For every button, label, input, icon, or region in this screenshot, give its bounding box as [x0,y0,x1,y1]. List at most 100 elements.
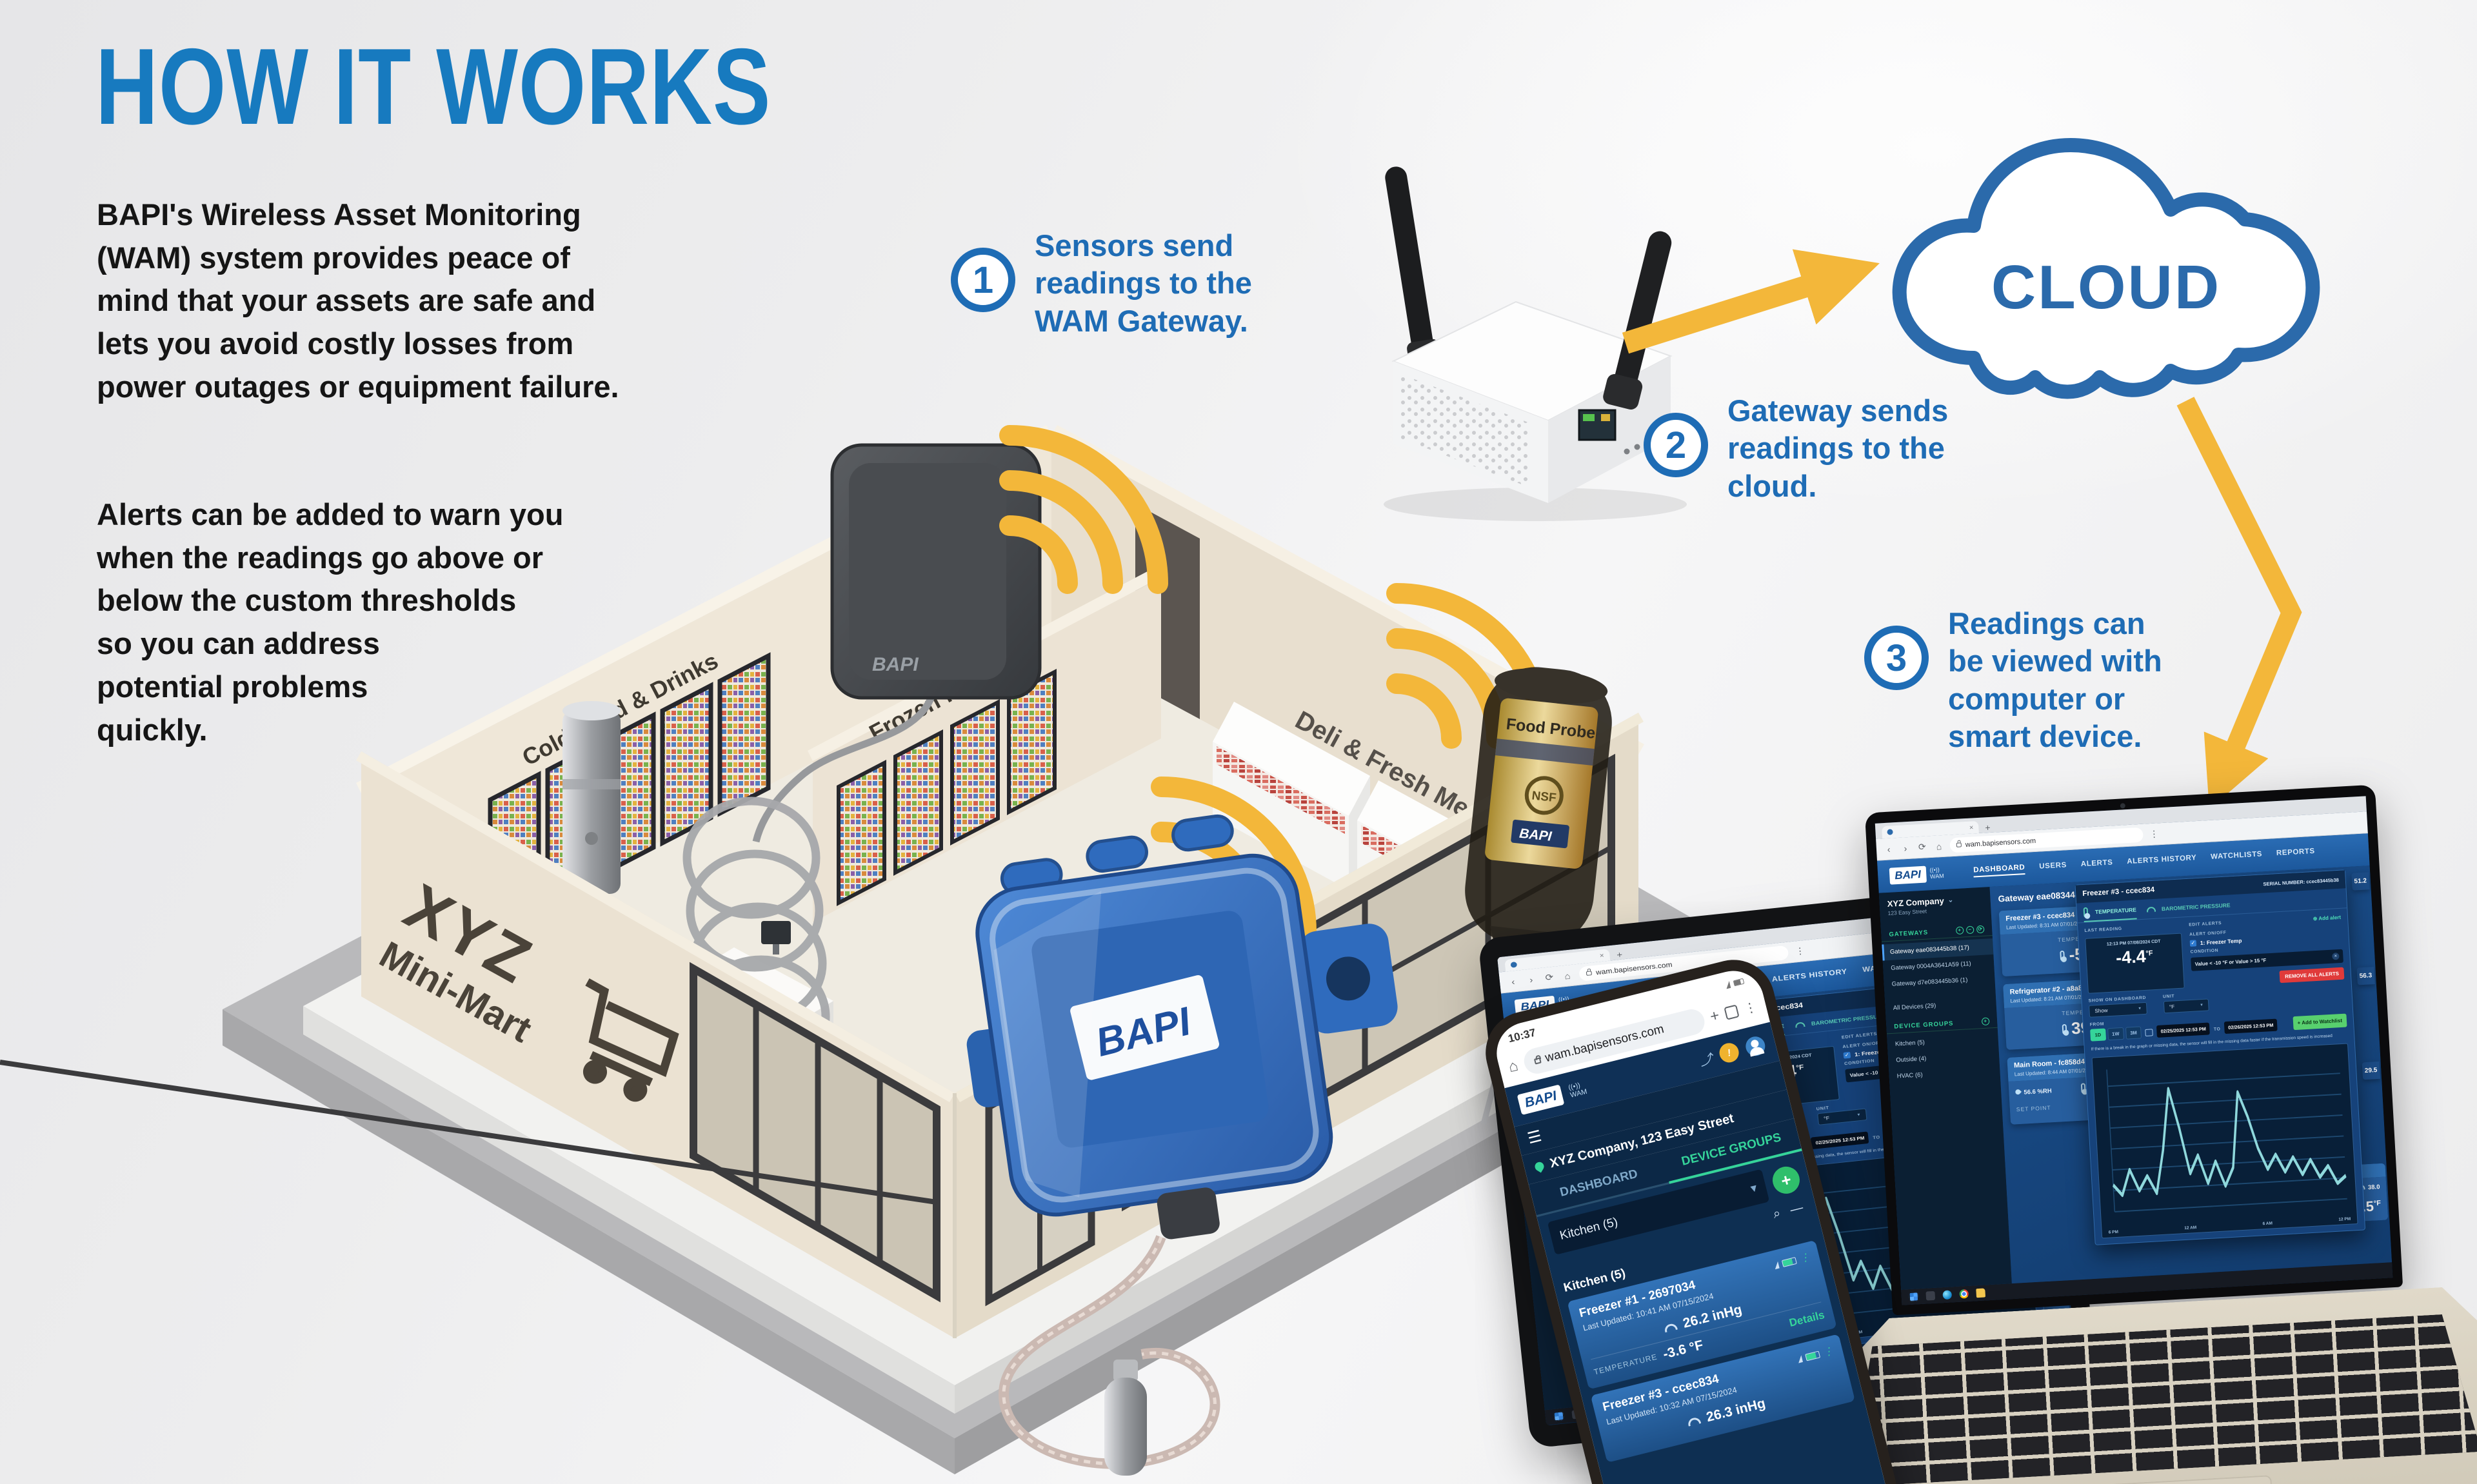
nav-watchlists[interactable]: WATCHLISTS [2210,849,2263,861]
storefront-entrance [985,1043,1095,1307]
step-2-number: 2 [1644,413,1708,477]
lock-icon [1586,971,1593,976]
browser-menu-icon[interactable]: ⋮ [1795,945,1806,956]
taskview-icon[interactable] [1925,1291,1936,1301]
from-date-field[interactable]: 02/25/2025 12:53 PM [2156,1022,2211,1038]
details-link[interactable]: Details [1787,1308,1826,1329]
chrome-icon[interactable] [1959,1289,1969,1299]
forward-icon[interactable]: › [1529,974,1534,985]
arrow-cloud-to-devices [2176,397,2302,809]
reload-icon[interactable]: ⟳ [1918,841,1927,853]
wifi-arcs-black-sensor [999,425,1168,594]
arrow-gateway-to-cloud [1622,249,1880,354]
back-icon[interactable]: ‹ [1511,976,1515,987]
produce-crates [830,1059,939,1145]
new-tab-button[interactable]: + [1616,949,1623,960]
thermometer-icon [2080,1083,2086,1094]
step-1: 1 Sensors send readings to the WAM Gatew… [951,227,1252,340]
probe-brand: BAPI [1518,826,1553,844]
tab-temperature[interactable]: TEMPERATURE [2083,904,2137,922]
notification-icon[interactable]: ! [1717,1041,1741,1065]
store-logo-name: XYZ [393,870,544,998]
gondola-shelving [755,1004,986,1250]
unit-select[interactable]: °F▾ [2163,998,2209,1014]
add-alert-button[interactable]: ⊕ Add alert [2313,914,2342,922]
blue-sensor-box: BAPI [966,814,1398,1240]
cloud-label: CLOUD [1991,253,2221,322]
deli-cases [1213,702,1515,969]
show-on-dashboard-select[interactable]: Show▾ [2089,1002,2147,1018]
edge-icon[interactable] [1942,1290,1953,1300]
gateway-remove-icon[interactable]: − [1965,925,1975,935]
nav-users[interactable]: USERS [2038,860,2067,871]
alert-checkbox[interactable]: ✓ [1843,1051,1851,1059]
start-button[interactable] [1909,1292,1919,1302]
nav-alerts-history[interactable]: ALERTS HISTORY [2127,853,2197,866]
search-icon[interactable]: ⌕ [1771,1205,1782,1222]
card-menu-icon[interactable]: ⋮ [1822,1345,1835,1359]
close-tab-icon[interactable]: × [1599,951,1605,960]
home-icon[interactable]: ⌂ [1564,970,1571,981]
wam-label: ((•))WAM [1929,866,1945,880]
collapse-icon[interactable]: — [1788,1200,1805,1218]
range-1d-button[interactable]: 1D [2090,1028,2106,1042]
sign-deli: Deli & Fresh Meats [1291,706,1507,840]
folder-icon[interactable] [1976,1288,1986,1298]
frozen-food-cases [837,669,1057,906]
gateway-add-icon[interactable]: + [1955,926,1964,935]
store-logo: XYZ Mini-Mart [373,870,679,1102]
close-tab-icon[interactable]: × [1969,823,1974,832]
hamburger-icon[interactable]: ☰ [1526,1127,1544,1147]
alert-checkbox[interactable]: ✓ [2189,940,2197,947]
store-logo-sub: Mini-Mart [373,933,539,1051]
back-icon[interactable]: ‹ [1887,844,1891,855]
tabs-icon[interactable] [1724,1004,1740,1020]
dashboard-main: Gateway eae083445b38 (18) ✎ SORT BY Free… [1989,866,2392,1284]
trackpad[interactable] [2080,1475,2274,1484]
unit-select[interactable]: °F▾ [1816,1108,1867,1125]
gateway-refresh-icon[interactable]: ⟳ [1976,925,1985,934]
nav-alerts[interactable]: ALERTS [2080,858,2113,868]
probe-label: Food Probe [1506,715,1597,742]
account-icon[interactable] [1744,1034,1767,1058]
step-3: 3 Readings can be viewed with computer o… [1864,605,2162,755]
start-button[interactable] [1553,1411,1564,1421]
group-add-icon[interactable]: + [1981,1017,1990,1026]
forward-icon[interactable]: › [1904,842,1907,853]
wam-gateway-device [1384,166,1687,521]
add-group-button[interactable]: + [1769,1163,1803,1197]
card-menu-icon[interactable]: ⋮ [1798,1251,1811,1265]
home-icon[interactable]: ⌂ [1506,1056,1520,1076]
remove-condition-icon[interactable]: × [2332,953,2340,960]
calendar-icon[interactable] [2145,1029,2154,1036]
checkout-counter [715,921,833,1063]
new-tab-button[interactable]: + [1984,822,1991,833]
thermometer-icon [2060,950,2065,962]
step-2-text: Gateway sends readings to the cloud. [1727,393,1949,503]
keyboard-keys[interactable] [1840,1312,2477,1484]
page-title: HOW IT WORKS [95,26,771,147]
browser-menu-icon[interactable]: ⋮ [2149,828,2159,840]
add-to-watchlist-button[interactable]: + Add to Watchlist [2293,1013,2347,1031]
browser-menu-icon[interactable]: ⋮ [1742,999,1759,1016]
battery-icon [1733,978,1745,986]
cable-coil [682,796,830,1078]
last-reading-box: 12:13 PM 07/08/2024 CDT -4.4°F [2085,933,2185,994]
reload-icon[interactable]: ⟳ [1544,971,1554,983]
nav-dashboard[interactable]: DASHBOARD [1973,863,2025,877]
from-date-field[interactable]: 02/25/2025 12:53 PM [1811,1131,1869,1150]
nav-alerts-history[interactable]: ALERTS HISTORY [1771,967,1848,984]
remove-all-alerts-button[interactable]: REMOVE ALL ALERTS [2279,967,2345,984]
storefront-left-wall [361,751,955,1338]
range-1w-button[interactable]: 1W [2107,1027,2124,1041]
new-tab-icon[interactable]: + [1708,1006,1722,1026]
range-3m-button[interactable]: 3M [2125,1026,2142,1040]
to-date-field[interactable]: 02/26/2025 12:53 PM [2223,1018,2278,1034]
nav-reports[interactable]: REPORTS [2276,847,2316,857]
laptop-screen: × + ‹ › ⟳ ⌂ wam.bapisensors.com ⋮ BAPI (… [1864,784,2403,1316]
black-wall-sensor: BAPI [830,443,1042,700]
share-icon[interactable]: ⤴ [1698,1051,1715,1069]
home-icon[interactable]: ⌂ [1936,840,1942,852]
battery-icon [1805,1350,1821,1361]
sign-frozen: Frozen Foods [865,652,1012,746]
